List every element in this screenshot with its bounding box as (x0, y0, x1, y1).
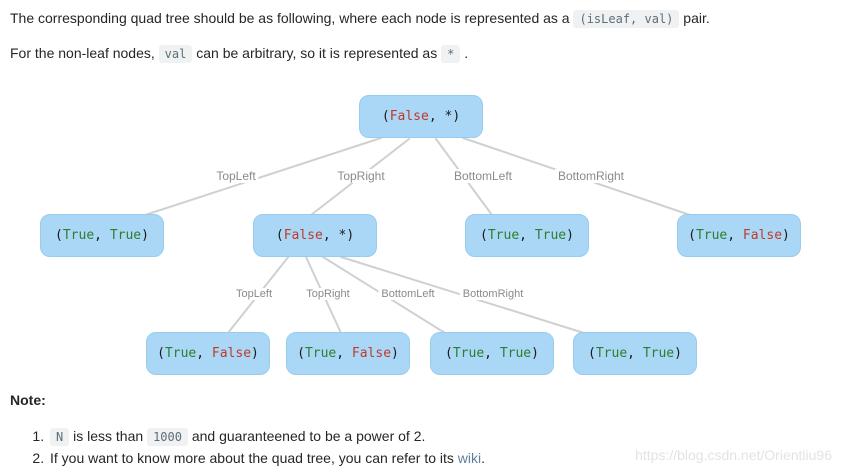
note-2-text: If you want to know more about the quad … (50, 450, 458, 466)
star-code: * (441, 45, 461, 63)
paren: ( (55, 228, 63, 243)
paren: ) (674, 346, 682, 361)
csdn-watermark: https://blog.csdn.net/Orientliu96 (635, 447, 832, 463)
n-code: N (50, 428, 70, 446)
paren: ( (480, 228, 488, 243)
paren: ( (157, 346, 165, 361)
paren: ) (531, 346, 539, 361)
val-value: * (444, 109, 453, 124)
quad-tree-diagram: TopLeft TopRight BottomLeft BottomRight … (40, 95, 801, 375)
paren: ) (346, 228, 355, 243)
edge-label-topright-l2: TopRight (303, 288, 353, 300)
val-value: True (642, 346, 675, 361)
comma: , (484, 346, 500, 361)
comma: , (196, 346, 212, 361)
isleaf-value: False (389, 109, 429, 124)
note-1-text: is less than (69, 428, 148, 444)
val-value: False (742, 228, 783, 243)
nonleaf-text-3: . (460, 45, 469, 61)
val-code: val (158, 45, 193, 63)
isleaf-value: True (304, 346, 337, 361)
edge-label-bottomleft-l2: BottomLeft (378, 288, 438, 300)
edge-label-bottomleft-l1: BottomLeft (450, 169, 516, 183)
intro-text-end: pair. (679, 10, 710, 26)
comma: , (519, 228, 535, 243)
limit-code: 1000 (147, 428, 188, 446)
val-value: True (534, 228, 567, 243)
isleaf-value: False (283, 228, 323, 243)
isleaf-value: True (62, 228, 95, 243)
intro-text: The corresponding quad tree should be as… (10, 10, 574, 26)
paren: ) (782, 228, 790, 243)
tree-node-topright-topright: (True, False) (286, 332, 410, 375)
tree-node-topright: (False, *) (253, 214, 377, 257)
paren: ) (251, 346, 259, 361)
val-value: * (338, 228, 347, 243)
isleaf-value: True (452, 346, 485, 361)
tree-node-topleft: (True, True) (40, 214, 164, 257)
note-item-2: If you want to know more about the quad … (48, 448, 485, 469)
isleaf-value: True (164, 346, 197, 361)
nonleaf-text-1: For the non-leaf nodes, (10, 45, 159, 61)
val-value: False (351, 346, 392, 361)
tree-node-topright-bottomright: (True, True) (573, 332, 697, 375)
isleaf-value: True (595, 346, 628, 361)
note-2-text-end: . (481, 450, 486, 466)
paren: ( (688, 228, 696, 243)
paren: ) (452, 109, 461, 124)
paren: ( (297, 346, 305, 361)
comma: , (94, 228, 110, 243)
note-item-1: N is less than 1000 and guaranteened to … (48, 426, 485, 448)
paren: ) (141, 228, 149, 243)
paren: ( (588, 346, 596, 361)
tree-node-root: (False, *) (359, 95, 483, 138)
tree-edges (141, 137, 691, 334)
edge-label-bottomright-l2: BottomRight (459, 288, 527, 300)
val-value: True (499, 346, 532, 361)
tree-node-topright-topleft: (True, False) (146, 332, 270, 375)
note-heading: Note: (10, 392, 46, 408)
paren: ( (381, 109, 390, 124)
comma: , (428, 109, 445, 124)
notes-list: N is less than 1000 and guaranteened to … (10, 426, 485, 469)
tree-node-bottomleft: (True, True) (465, 214, 589, 257)
tree-node-topright-bottomleft: (True, True) (430, 332, 554, 375)
paren: ( (445, 346, 453, 361)
intro-paragraph: The corresponding quad tree should be as… (10, 8, 710, 29)
isleaf-val-code: (isLeaf, val) (573, 10, 680, 28)
paren: ( (275, 228, 284, 243)
val-value: False (211, 346, 252, 361)
paren: ) (566, 228, 574, 243)
edge-label-topleft-l1: TopLeft (213, 169, 259, 183)
val-value: True (109, 228, 142, 243)
comma: , (322, 228, 339, 243)
note-1-text-end: and guaranteened to be a power of 2. (187, 428, 426, 444)
isleaf-value: True (695, 228, 728, 243)
comma: , (627, 346, 643, 361)
nonleaf-text-2: can be arbitrary, so it is represented a… (192, 45, 442, 61)
edge-label-topright-l1: TopRight (334, 169, 388, 183)
nonleaf-paragraph: For the non-leaf nodes, val can be arbit… (10, 43, 468, 64)
wiki-link[interactable]: wiki (457, 450, 482, 466)
edge-label-bottomright-l1: BottomRight (554, 169, 628, 183)
tree-node-bottomright: (True, False) (677, 214, 801, 257)
edge-label-topleft-l2: TopLeft (232, 288, 276, 300)
comma: , (336, 346, 352, 361)
isleaf-value: True (487, 228, 520, 243)
comma: , (727, 228, 743, 243)
paren: ) (391, 346, 399, 361)
